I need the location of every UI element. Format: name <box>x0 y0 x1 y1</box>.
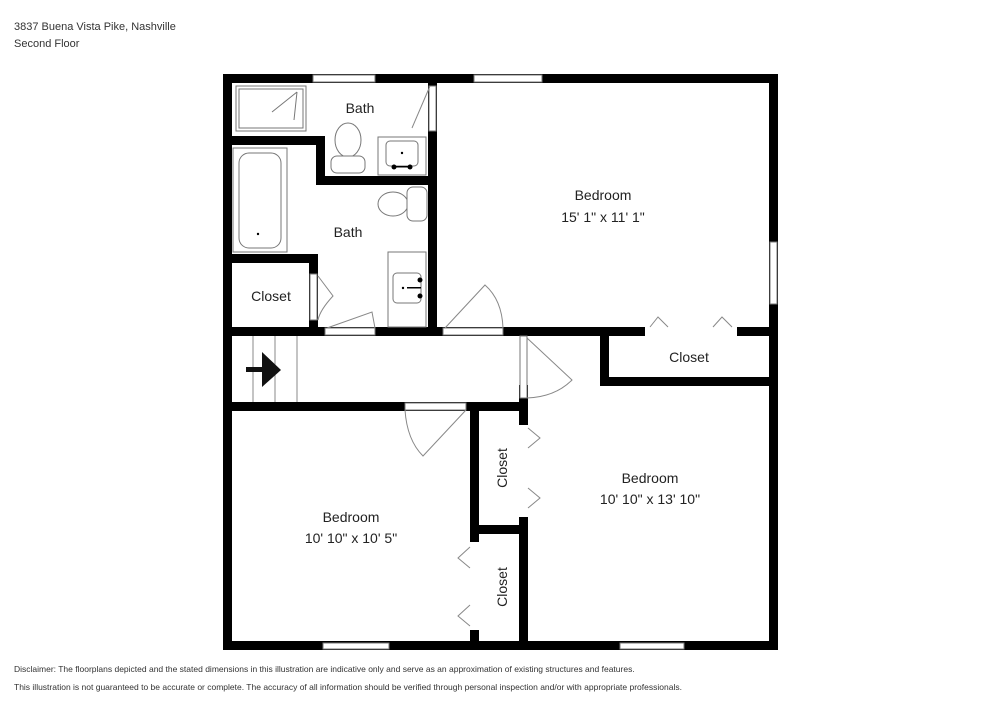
room-label-bath-upper: Bath <box>346 100 375 116</box>
toilet-icon <box>377 191 409 217</box>
property-address: 3837 Buena Vista Pike, Nashville <box>14 21 176 33</box>
floor-label: Second Floor <box>14 38 80 50</box>
room-label-bath-lower: Bath <box>334 224 363 240</box>
fixtures <box>232 85 428 328</box>
disclaimer-line-2: This illustration is not guaranteed to b… <box>14 682 682 692</box>
room-dimensions-bedroom-right: 10' 10" x 13' 10" <box>600 491 700 507</box>
room-label-closet-mid-top: Closet <box>494 448 510 488</box>
room-label-closet-main: Closet <box>669 349 709 365</box>
room-dimensions-bedroom-main: 15' 1" x 11' 1" <box>561 209 645 225</box>
door-swings <box>317 85 733 627</box>
room-label-bedroom-main: Bedroom <box>575 187 632 203</box>
arrow-right-icon <box>246 352 281 387</box>
windows <box>309 74 778 650</box>
room-dimensions-bedroom-left: 10' 10" x 10' 5" <box>305 530 397 546</box>
room-label-bedroom-left: Bedroom <box>323 509 380 525</box>
toilet-icon <box>334 122 362 158</box>
closet-openings <box>470 327 737 627</box>
room-label-bedroom-right: Bedroom <box>622 470 679 486</box>
room-label-closet-left: Closet <box>251 288 291 304</box>
room-label-closet-mid-bottom: Closet <box>494 567 510 607</box>
disclaimer-line-1: Disclaimer: The floorplans depicted and … <box>14 664 635 674</box>
faucets <box>256 151 423 299</box>
